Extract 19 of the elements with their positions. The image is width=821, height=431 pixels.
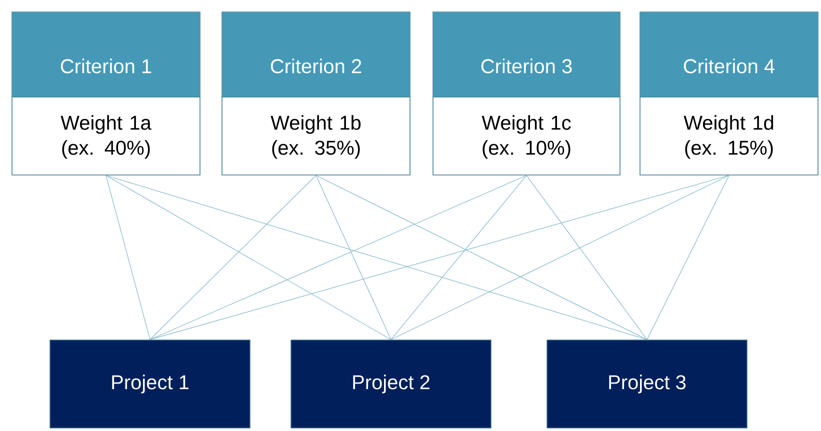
connector-line xyxy=(106,175,648,340)
connector-line xyxy=(646,175,730,340)
project-box: Project 1 xyxy=(50,340,250,428)
connector-line xyxy=(390,175,527,340)
criterion-box: Criterion 2 Weight 1b (ex. 35%) xyxy=(222,12,410,176)
connector-line xyxy=(150,175,527,340)
project-box: Project 2 xyxy=(290,340,492,428)
connector-line xyxy=(106,175,392,340)
connector-line xyxy=(316,175,648,340)
criterion-box: Criterion 3 Weight 1c (ex. 10%) xyxy=(432,12,620,176)
connector-line xyxy=(150,175,316,340)
connector-line xyxy=(390,175,730,340)
criterion-box: Criterion 1 Weight 1a (ex. 40%) xyxy=(12,12,200,176)
connector-line xyxy=(316,175,392,340)
connector-line xyxy=(150,175,730,340)
project-box: Project 3 xyxy=(546,340,748,428)
criterion-box: Criterion 4 Weight 1d (ex. 15%) xyxy=(640,12,818,176)
connector-line xyxy=(526,175,648,340)
connector-line xyxy=(106,175,150,340)
